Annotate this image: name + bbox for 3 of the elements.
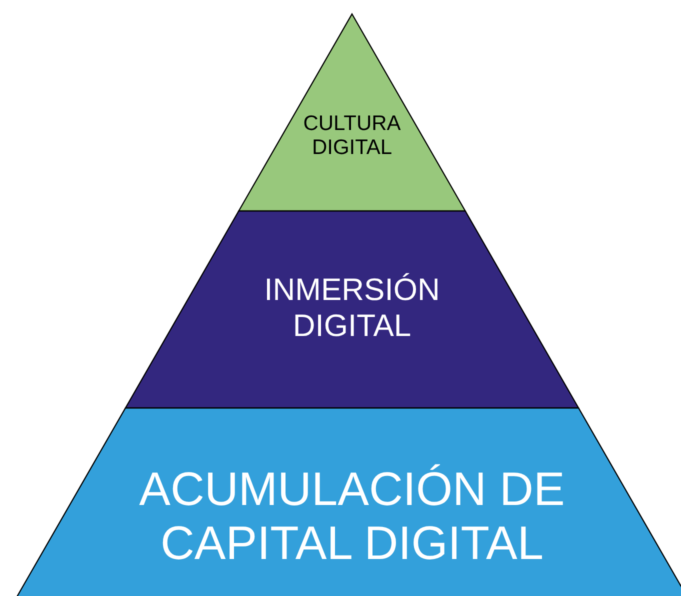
tier-label: INMERSIÓN DIGITAL — [263, 272, 441, 344]
tier-label: ACUMULACIÓN DE CAPITAL DIGITAL — [138, 462, 566, 570]
tier-label: CULTURA DIGITAL — [302, 112, 402, 160]
